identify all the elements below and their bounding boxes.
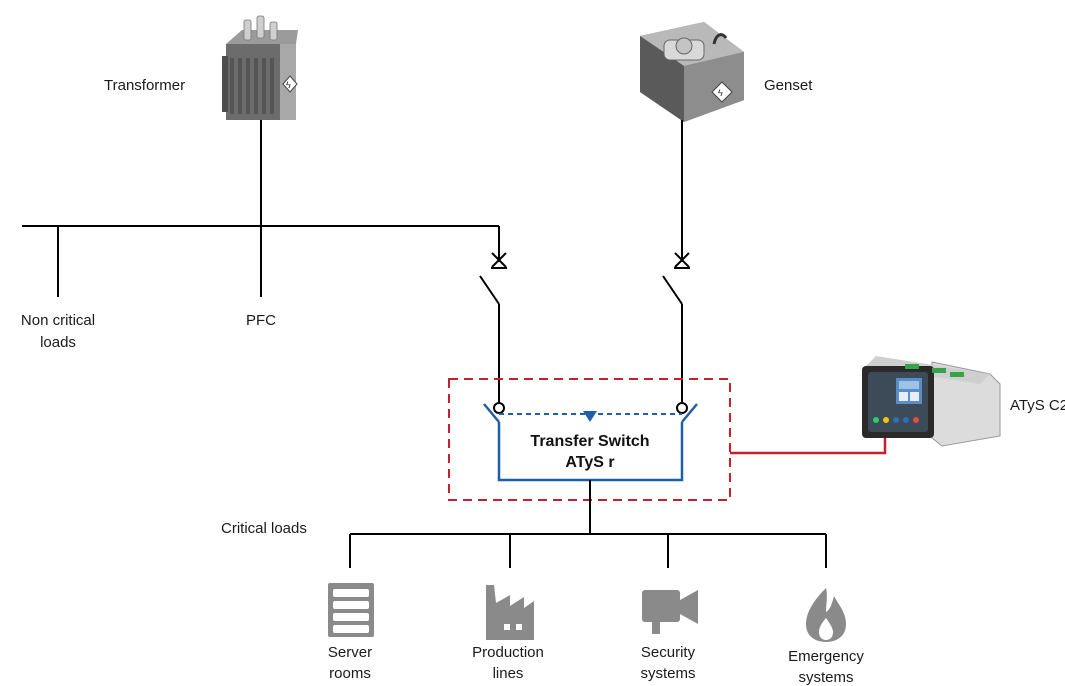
security-systems-label-line1: Security [641,644,696,661]
emergency-systems-label-line2: systems [798,669,853,686]
production-lines-label-line2: lines [493,665,524,682]
network-contact [493,402,505,414]
transformer-icon: ϟ [222,15,298,120]
critical-loads-heading: Critical loads [221,520,307,537]
svg-text:ϟ: ϟ [286,80,291,90]
transfer-switch-model: ATyS r [565,454,614,471]
controller-label: ATyS C25 [1010,397,1065,414]
server-rack-icon [328,583,374,637]
controller-icon [862,356,1001,447]
flame-icon [806,588,846,642]
controller-link [730,436,887,455]
emergency-systems-label-line1: Emergency [788,648,864,665]
production-lines-label-line1: Production [472,644,544,661]
genset-contact [676,402,688,414]
genset-icon: ϟ [640,22,744,122]
transfer-switch-title: Transfer Switch [530,433,649,450]
security-systems-label-line2: systems [640,665,695,682]
transformer-label: Transformer [104,77,185,94]
server-rooms-label-line1: Server [328,644,372,661]
security-camera-icon [642,590,698,634]
genset-breaker [662,120,690,402]
factory-icon [486,585,534,640]
non-critical-loads-label-line1: Non critical [21,312,95,329]
genset-label: Genset [764,77,813,94]
pfc-label: PFC [246,312,276,329]
server-rooms-label-line2: rooms [329,665,371,682]
svg-text:ϟ: ϟ [718,88,723,98]
non-critical-loads-label-line2: loads [40,334,76,351]
network-breaker [479,226,507,402]
